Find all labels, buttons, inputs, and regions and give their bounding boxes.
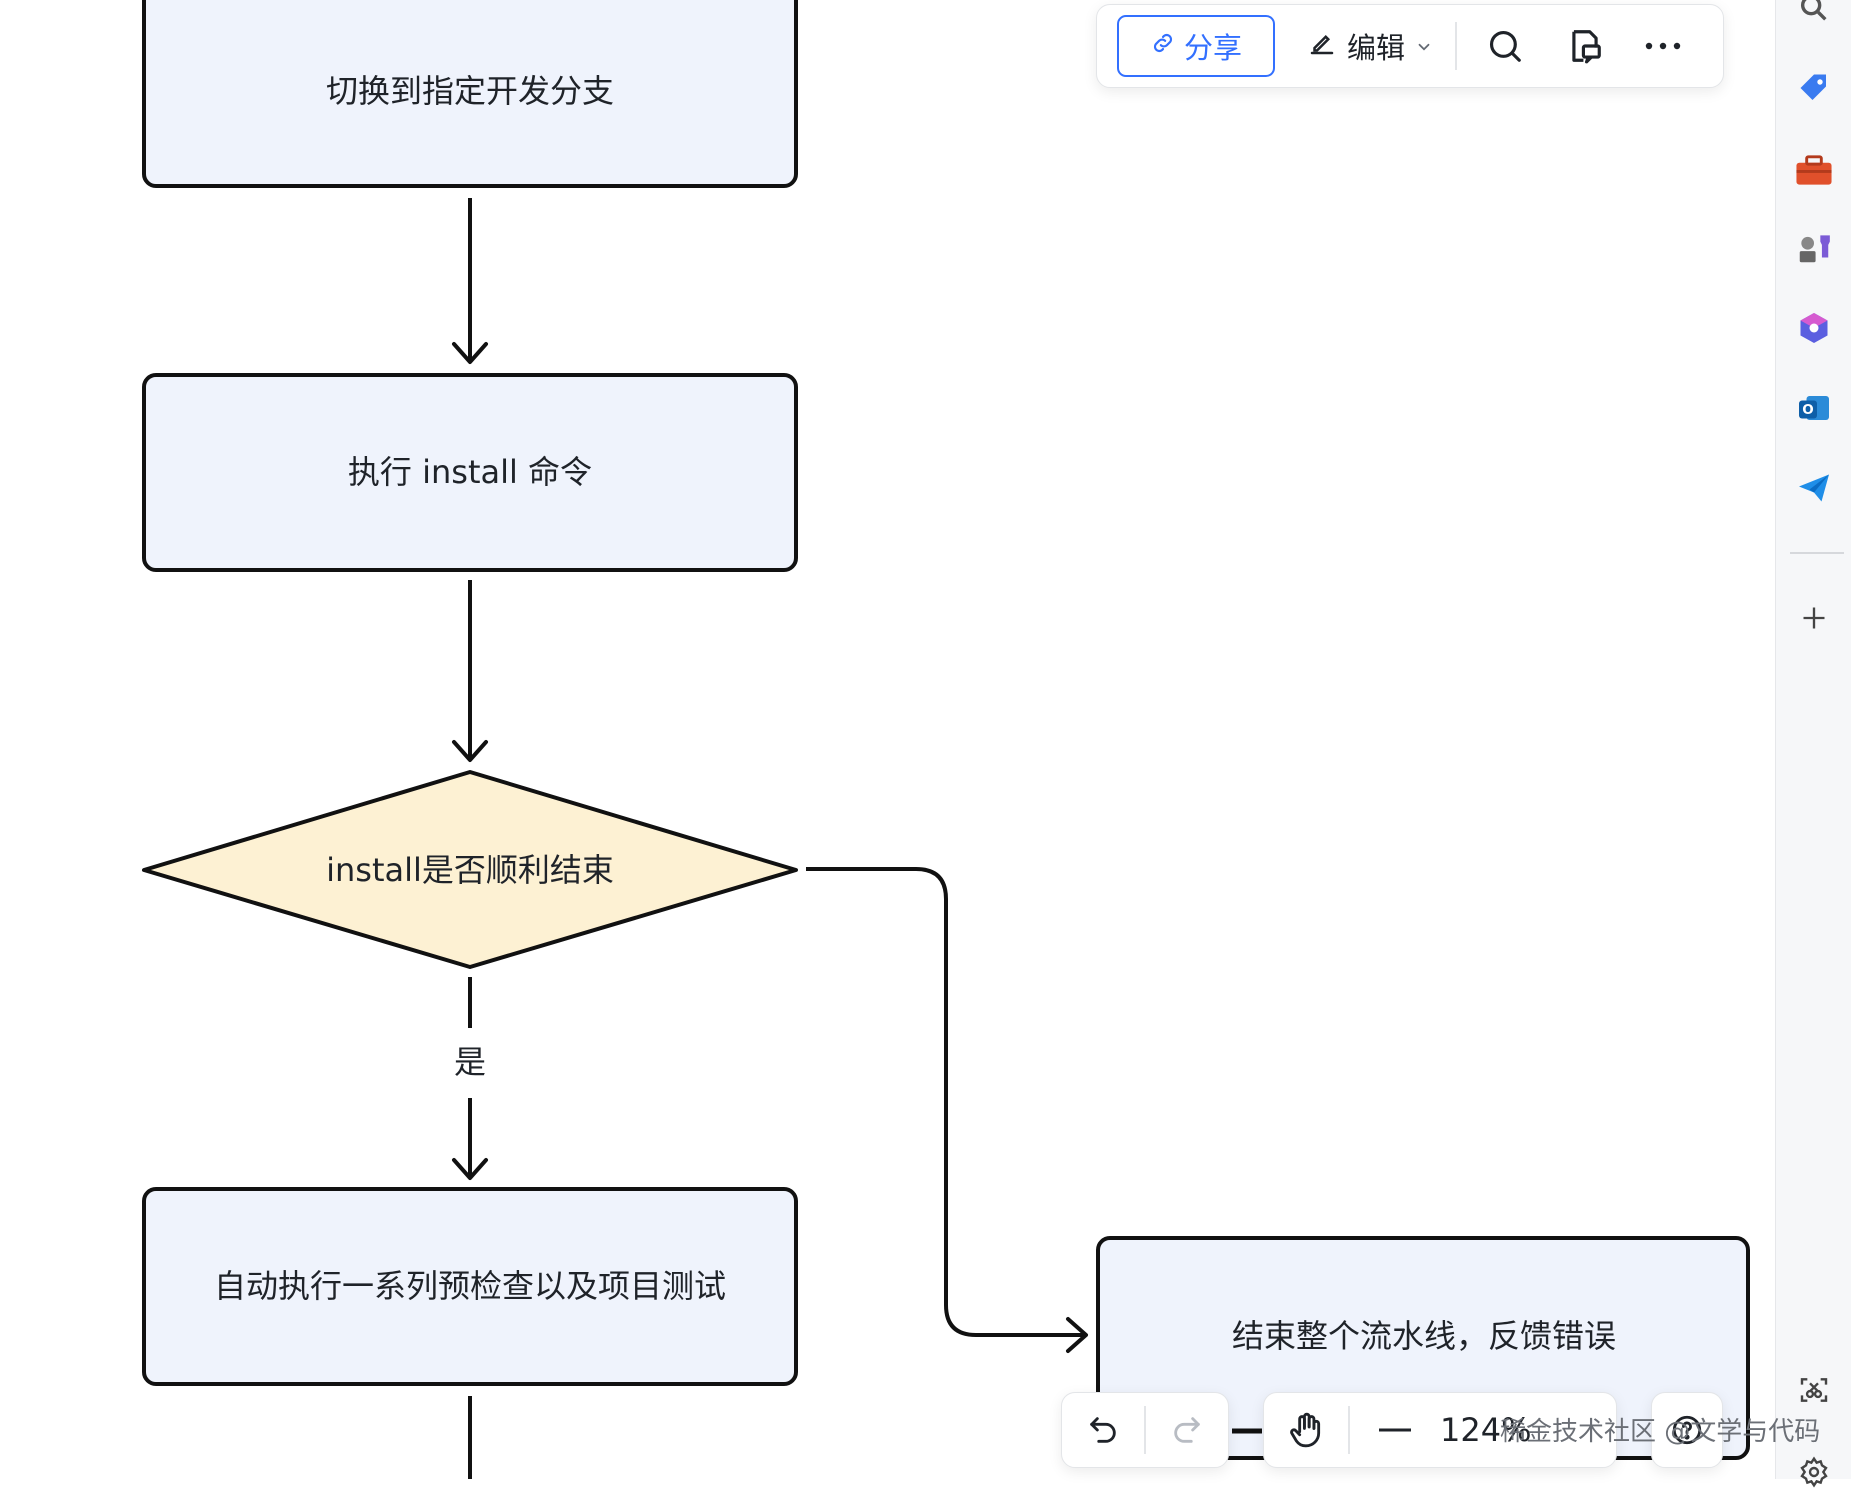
undo-icon[interactable] <box>1062 1392 1144 1468</box>
node-checkout-branch[interactable]: 切换到指定开发分支 <box>142 0 798 188</box>
undo-redo-group <box>1061 1392 1229 1468</box>
share-button[interactable]: 分享 <box>1117 15 1275 77</box>
send-icon[interactable] <box>1794 468 1834 508</box>
node-run-tests[interactable]: 自动执行一系列预检查以及项目测试 <box>142 1187 798 1386</box>
toolbar-divider <box>1455 22 1458 70</box>
help-icon[interactable] <box>1652 1392 1722 1468</box>
node-install-success-decision[interactable]: install是否顺利结束 <box>142 770 798 969</box>
divider <box>1348 1406 1350 1454</box>
edge-install-to-decision[interactable] <box>452 580 488 762</box>
search-icon[interactable] <box>1483 24 1527 68</box>
node-tests-label: 自动执行一系列预检查以及项目测试 <box>214 1267 726 1305</box>
toolbox-icon[interactable] <box>1794 150 1834 190</box>
help-group <box>1651 1392 1723 1468</box>
watermark: 稀金技术社区 @文学与代码 <box>1500 1417 1821 1447</box>
tag-icon[interactable] <box>1794 68 1834 108</box>
more-icon[interactable] <box>1641 24 1685 68</box>
zoom-out-icon[interactable] <box>1350 1392 1440 1468</box>
flowchart-canvas[interactable]: 切换到指定开发分支 执行 install 命令 install是否顺利结束 是 … <box>0 0 1775 1479</box>
search-icon[interactable] <box>1794 0 1834 28</box>
right-sidebar: O <box>1775 0 1851 1488</box>
divider <box>1144 1406 1146 1454</box>
view-controls-group: 124% <box>1263 1392 1617 1468</box>
edit-button-label: 编辑 <box>1347 31 1406 65</box>
svg-text:O: O <box>1802 402 1813 418</box>
edge-decision-to-tests-yes[interactable]: 是 <box>452 977 488 1180</box>
redo-icon[interactable] <box>1146 1392 1228 1468</box>
add-icon[interactable] <box>1794 598 1834 638</box>
node-fail-label: 结束整个流水线，反馈错误 <box>1232 1317 1616 1355</box>
arrowhead-icon <box>1066 1317 1088 1353</box>
node-install-command[interactable]: 执行 install 命令 <box>142 373 798 572</box>
node-decision-label: install是否顺利结束 <box>326 851 614 889</box>
node-checkout-label: 切换到指定开发分支 <box>326 72 614 110</box>
pencil-icon <box>1307 28 1337 65</box>
sidebar-divider <box>1790 552 1844 554</box>
share-button-label: 分享 <box>1183 31 1242 65</box>
top-toolbar: 分享 编辑 <box>1096 4 1724 88</box>
copilot-icon[interactable] <box>1794 308 1834 348</box>
edge-checkout-to-install[interactable] <box>452 198 488 364</box>
arrowhead-icon <box>452 1158 488 1180</box>
chevron-down-icon <box>1415 29 1433 63</box>
chess-icon[interactable] <box>1794 228 1834 268</box>
arrowhead-icon <box>452 740 488 762</box>
arrowhead-icon <box>452 342 488 364</box>
edge-yes-label: 是 <box>454 1043 486 1081</box>
outlook-icon[interactable]: O <box>1794 388 1834 428</box>
hand-pan-icon[interactable] <box>1264 1392 1348 1468</box>
node-install-label: 执行 install 命令 <box>348 453 592 491</box>
link-icon <box>1150 29 1176 63</box>
screenshot-icon[interactable] <box>1794 1370 1834 1410</box>
edge-decision-to-fail[interactable] <box>806 867 1088 1353</box>
edit-menu-button[interactable]: 编辑 <box>1307 25 1433 67</box>
comment-doc-icon[interactable] <box>1563 24 1607 68</box>
zoom-level[interactable]: 124% <box>1440 1411 1532 1449</box>
settings-icon[interactable] <box>1794 1452 1834 1492</box>
